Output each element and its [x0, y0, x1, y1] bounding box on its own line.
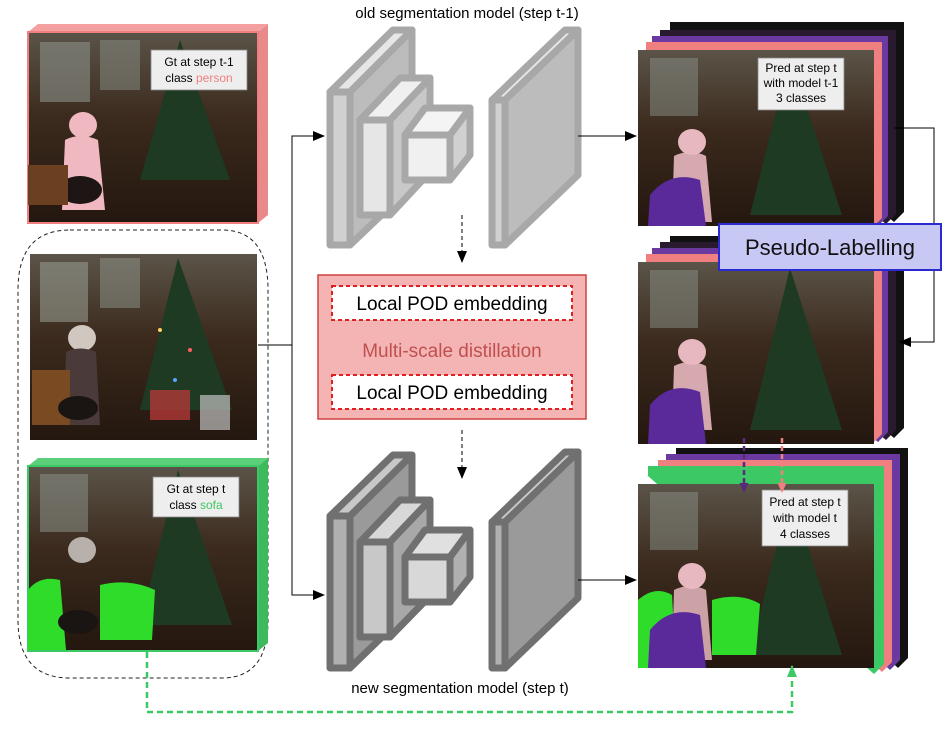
new-model-encoder [326, 451, 474, 672]
multi-scale-distillation-box: Local POD embedding Multi-scale distilla… [317, 274, 587, 420]
old-model-title: old segmentation model (step t-1) [355, 5, 578, 22]
pred-prev-stack [638, 22, 904, 228]
old-model-encoder [326, 26, 474, 249]
pred-curr-line2: with model t [772, 511, 838, 525]
old-model-decoder [488, 26, 582, 249]
pod-embedding-bottom-label: Local POD embedding [356, 383, 547, 404]
pred-prev-label: Pred at step t with model t-1 3 classes [757, 57, 845, 111]
pod-embedding-top [331, 285, 573, 321]
pod-embedding-top-label: Local POD embedding [356, 294, 547, 315]
pod-embedding-bottom [331, 374, 573, 410]
pred-curr-stack [638, 448, 908, 674]
input-image [30, 254, 257, 440]
pred-prev-line3: 3 classes [776, 91, 826, 105]
new-model-decoder [488, 448, 582, 672]
distillation-label: Multi-scale distillation [362, 341, 542, 362]
pred-prev-line2: with model t-1 [763, 76, 839, 90]
pseudo-label-stack [638, 236, 904, 444]
pred-curr-label: Pred at step t with model t 4 classes [761, 489, 849, 547]
gt-supervision-arrow [145, 652, 797, 714]
gt-prev-title: Gt at step t-1 [164, 55, 234, 69]
pseudo-labelling-box: Pseudo-Labelling [718, 223, 942, 271]
gt-curr-title: Gt at step t [167, 482, 226, 496]
pred-curr-line3: 4 classes [780, 527, 830, 541]
input-connectors [258, 131, 325, 600]
gt-curr-class: class sofa [169, 498, 223, 512]
pred-prev-line1: Pred at step t [765, 61, 837, 75]
gt-prev-class: class person [165, 71, 232, 85]
pred-curr-line1: Pred at step t [769, 495, 841, 509]
new-model-title: new segmentation model (step t) [351, 680, 569, 697]
gt-curr-label: Gt at step t class sofa [152, 476, 240, 518]
pseudo-labelling-label: Pseudo-Labelling [745, 235, 915, 260]
gt-prev-label: Gt at step t-1 class person [150, 49, 248, 91]
